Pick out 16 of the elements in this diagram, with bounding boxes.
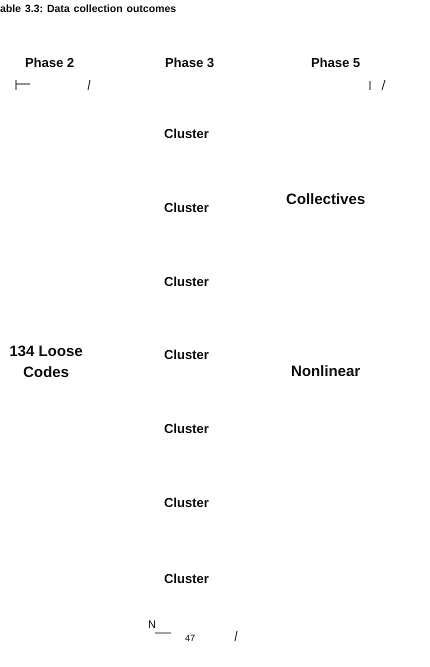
page-mark: N — [148, 618, 156, 633]
column-text: Cluster — [164, 199, 209, 217]
column-text: 134 Loose Codes — [8, 342, 84, 383]
page-mark: 47 — [185, 632, 196, 645]
column-text: Cluster — [164, 125, 209, 143]
column-text: Cluster — [164, 273, 209, 291]
column-text: Cluster — [164, 346, 209, 364]
column-text: Nonlinear — [291, 362, 360, 382]
column-text: Phase 5 — [311, 54, 360, 72]
column-text: Phase 3 — [165, 54, 214, 72]
column-text: Cluster — [164, 570, 209, 588]
column-text: Cluster — [164, 494, 209, 512]
column-text: Cluster — [164, 420, 209, 438]
column-text: Phase 2 — [25, 54, 74, 72]
column-text: Collectives — [286, 190, 366, 210]
table-title: able 3.3: Data collection outcomes — [0, 3, 176, 15]
